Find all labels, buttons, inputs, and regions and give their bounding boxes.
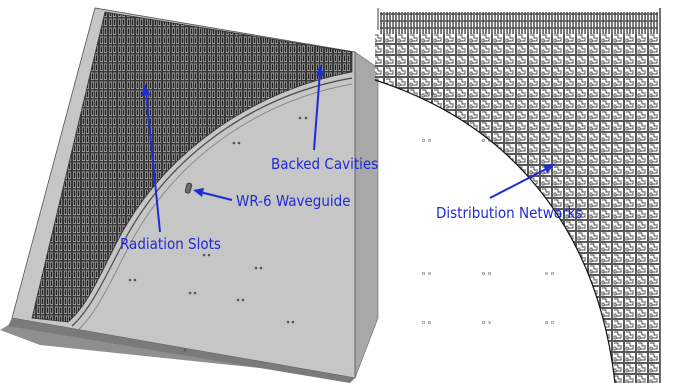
svg-text:o o: o o [422,320,431,326]
annotations: Backed Cavities WR-6 Waveguide Radiation… [120,64,582,253]
distribution-networks-arrow [489,167,549,199]
label-wr6-waveguide: WR-6 Waveguide [236,192,351,210]
radiation-slots-arrowhead [141,84,150,96]
svg-text:o o: o o [422,138,431,144]
svg-text:o o: o o [422,271,431,277]
waveguide-port [184,182,193,194]
svg-text:o o: o o [482,271,491,277]
backed-cavities-arrow [313,71,321,151]
backed-cavities-arrowhead [316,64,324,76]
svg-text:o s: o s [482,320,491,326]
slot-array-region [31,11,353,323]
block-bottom-edge [8,318,355,383]
quarter-circle-cut [71,77,353,327]
distribution-networks-arrowhead [543,164,555,173]
label-backed-cavities: Backed Cavities [271,155,378,173]
block-right-face [354,51,379,379]
label-distribution-networks: Distribution Networks [436,204,582,222]
quarter-circle-cut-inner [77,83,353,331]
layout-quarter-circle [374,79,616,383]
antenna-3d-view [0,7,379,383]
svg-text:o o: o o [545,320,554,326]
top-slot-rows [380,12,658,34]
layout-holes: o o o o o o o o o o o o o o o s o o [422,91,554,326]
label-radiation-slots: Radiation Slots [120,235,221,253]
wr6-arrowhead [193,188,204,197]
svg-text:o o: o o [545,271,554,277]
svg-text:o o: o o [482,138,491,144]
svg-text:o o: o o [425,91,434,97]
radiation-slots-arrow [145,91,161,233]
mounting-holes [128,116,308,352]
wr6-arrow [199,191,233,201]
network-layout-view: o o o o o o o o o o o o o o o s o o [374,8,661,383]
